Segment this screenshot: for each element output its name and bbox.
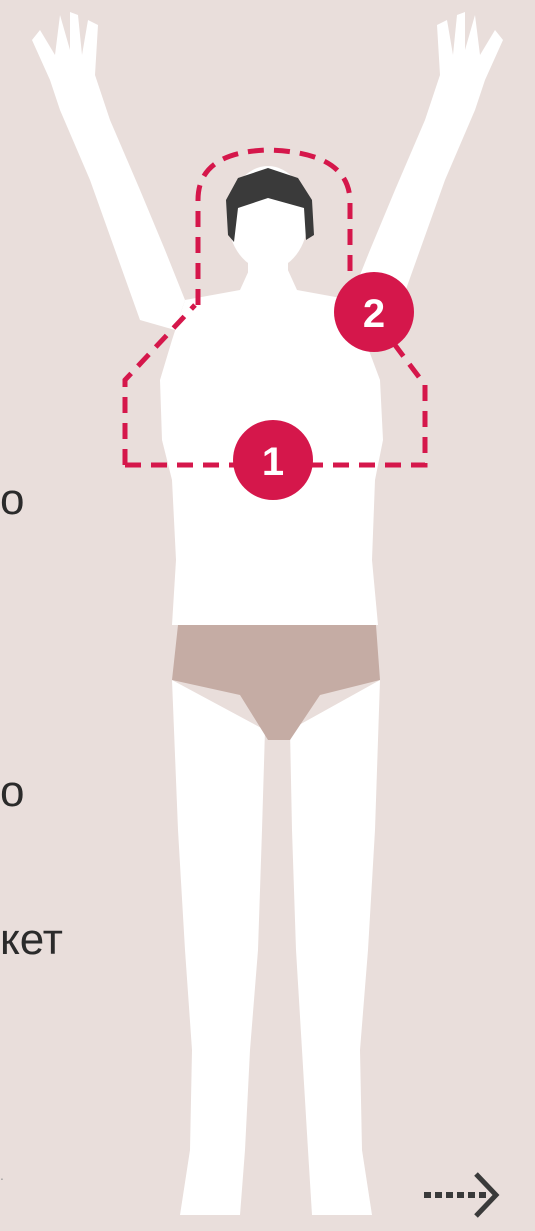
next-button[interactable]: [420, 1168, 500, 1222]
left-leg: [172, 680, 265, 1215]
marker-1: 1: [233, 420, 313, 500]
side-text-line-2: о: [0, 770, 24, 814]
dotted-arrow-right-icon: [420, 1168, 500, 1222]
side-text-line-1: о: [0, 478, 24, 522]
side-text-line-3: кет: [0, 918, 63, 962]
side-dot: .: [0, 1168, 4, 1182]
left-arm: [32, 12, 185, 330]
marker-2-label: 2: [363, 292, 385, 336]
marker-2: 2: [334, 272, 414, 352]
right-leg: [290, 680, 380, 1215]
marker-1-label: 1: [262, 440, 284, 484]
